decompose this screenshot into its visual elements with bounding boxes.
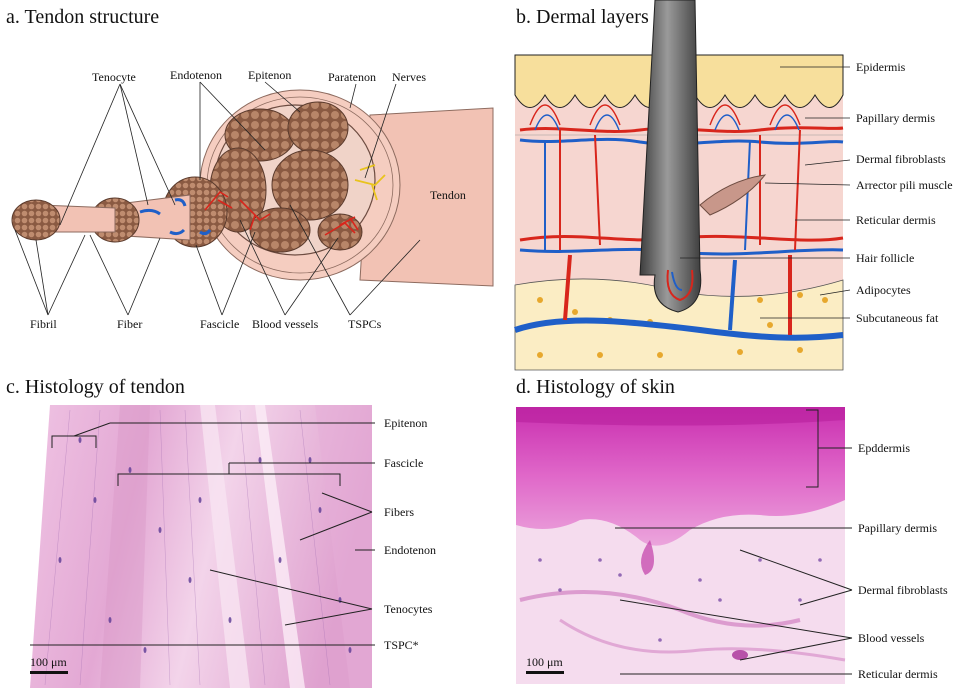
label-c-fascicle: Fascicle	[384, 456, 424, 470]
label-endotenon: Endotenon	[170, 68, 222, 82]
label-hair-follicle: Hair follicle	[856, 251, 915, 265]
label-epidermis: Epidermis	[856, 60, 906, 74]
label-paratenon: Paratenon	[328, 70, 376, 84]
scale-bar-c-line	[30, 671, 68, 674]
label-tspcs: TSPCs	[348, 317, 382, 331]
skin-histology	[516, 407, 853, 684]
label-c-tspc: TSPC*	[384, 638, 419, 652]
label-tenocyte: Tenocyte	[92, 70, 136, 84]
label-d-epidermis: Epddermis	[858, 441, 910, 455]
label-c-tenocytes: Tenocytes	[384, 602, 433, 616]
label-d-reticular-dermis: Reticular dermis	[858, 667, 938, 681]
label-c-fibers: Fibers	[384, 505, 414, 519]
scale-bar-c: 100 μm	[30, 655, 68, 674]
label-d-dermal-fibroblasts: Dermal fibroblasts	[858, 583, 948, 597]
label-epitenon: Epitenon	[248, 68, 292, 82]
label-arrector-pili: Arrector pili muscle	[856, 178, 953, 192]
scale-bar-d-line	[526, 671, 564, 674]
tendon-diagram	[11, 81, 494, 316]
label-subcutaneous-fat: Subcutaneous fat	[856, 311, 939, 325]
label-tendon: Tendon	[430, 188, 466, 202]
dermis-diagram	[514, 0, 851, 371]
label-nerves: Nerves	[392, 70, 426, 84]
label-blood-vessels: Blood vessels	[252, 317, 319, 331]
label-c-epitenon: Epitenon	[384, 416, 428, 430]
panel-d-title: d. Histology of skin	[516, 376, 675, 398]
label-c-endotenon: Endotenon	[384, 543, 436, 557]
label-fascicle: Fascicle	[200, 317, 240, 331]
scale-bar-c-text: 100 μm	[30, 655, 67, 669]
label-adipocytes: Adipocytes	[856, 283, 911, 297]
panel-c-title: c. Histology of tendon	[6, 376, 185, 398]
scale-bar-d-text: 100 μm	[526, 655, 563, 669]
scale-bar-d: 100 μm	[526, 655, 564, 674]
label-d-papillary-dermis: Papillary dermis	[858, 521, 937, 535]
panel-a-title: a. Tendon structure	[6, 6, 160, 28]
label-fiber: Fiber	[117, 317, 143, 331]
panel-b-title: b. Dermal layers	[516, 6, 649, 28]
tendon-histology	[30, 405, 375, 688]
label-papillary-dermis: Papillary dermis	[856, 111, 935, 125]
label-dermal-fibroblasts: Dermal fibroblasts	[856, 152, 946, 166]
label-d-blood-vessels: Blood vessels	[858, 631, 925, 645]
label-reticular-dermis: Reticular dermis	[856, 213, 936, 227]
label-fibril: Fibril	[30, 317, 57, 331]
